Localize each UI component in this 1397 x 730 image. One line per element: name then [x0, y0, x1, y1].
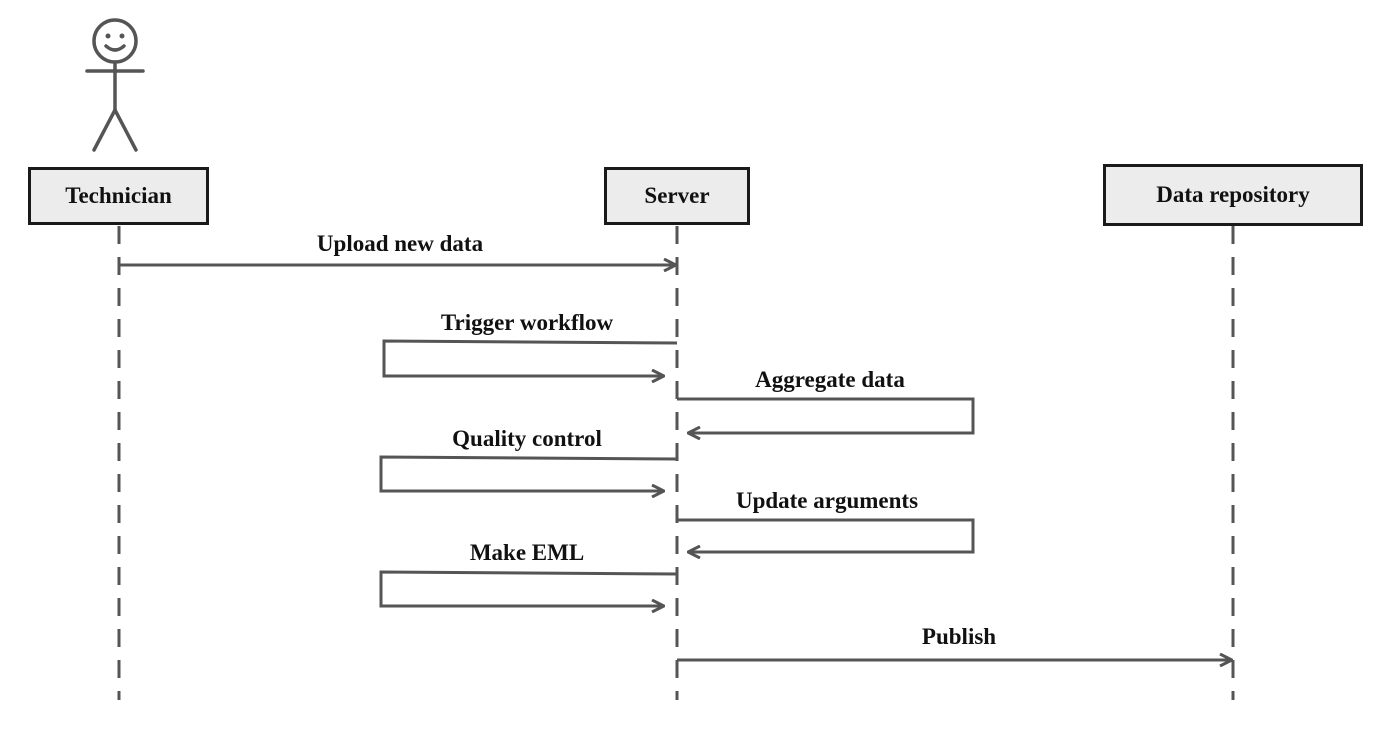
- actor-smile: [104, 44, 126, 52]
- message-arrow-quality-control: [379, 455, 678, 491]
- technician-actor-icon: [85, 18, 145, 152]
- message-label-publish: Publish: [921, 624, 997, 649]
- actor-right-eye: [119, 33, 125, 39]
- participant-technician: Technician: [28, 167, 209, 225]
- actor-head: [92, 18, 138, 64]
- message-label-make-eml: Make EML: [469, 540, 585, 565]
- actor-left-eye: [105, 33, 111, 39]
- participant-data-repository-label: Data repository: [1156, 182, 1310, 207]
- message-arrow-update-arguments: [677, 518, 975, 552]
- message-arrow-aggregate-data: [677, 397, 975, 433]
- message-arrow-make-eml: [379, 570, 678, 606]
- message-arrow-trigger-workflow: [382, 339, 678, 376]
- message-label-upload-new-data: Upload new data: [316, 231, 484, 256]
- participant-server-label: Server: [644, 183, 710, 208]
- participant-data-repository: Data repository: [1103, 164, 1363, 226]
- message-label-update-arguments: Update arguments: [735, 488, 919, 513]
- message-label-quality-control: Quality control: [452, 426, 602, 451]
- actor-right-leg: [113, 108, 138, 152]
- message-label-aggregate-data: Aggregate data: [755, 367, 905, 392]
- participant-server: Server: [604, 167, 750, 225]
- participant-technician-label: Technician: [65, 183, 172, 208]
- actor-left-leg: [92, 108, 117, 152]
- message-label-trigger-workflow: Trigger workflow: [440, 310, 614, 335]
